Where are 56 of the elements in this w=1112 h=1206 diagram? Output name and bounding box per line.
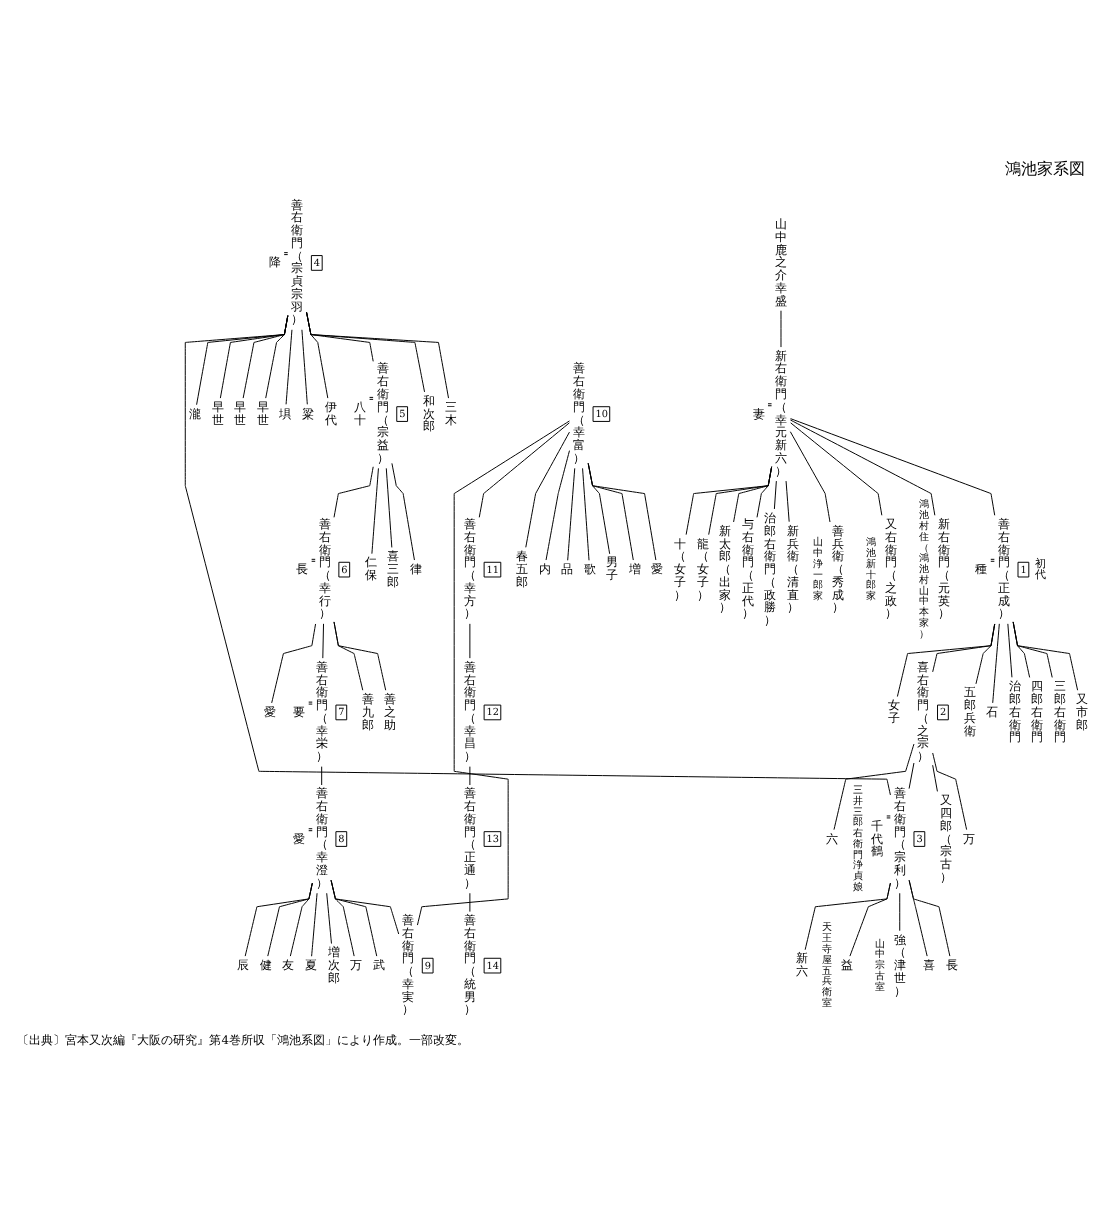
connector: [391, 462, 415, 561]
connector: [567, 467, 576, 561]
connector: [789, 419, 936, 516]
connector: [896, 623, 996, 698]
connector: [790, 422, 883, 516]
connector: [789, 431, 831, 523]
connector: [322, 623, 324, 659]
connector: [184, 315, 891, 796]
connector: [469, 892, 471, 913]
connector: [899, 892, 901, 932]
connector: [587, 462, 657, 561]
connector: [908, 762, 915, 790]
connector: [371, 467, 379, 555]
connector: [582, 467, 590, 561]
connector: [708, 466, 773, 536]
connector: [908, 879, 951, 957]
connector: [308, 701, 313, 705]
connector: [385, 467, 393, 548]
connector: [685, 466, 773, 536]
connector: [244, 882, 313, 957]
connector: [773, 480, 777, 510]
connector: [321, 766, 323, 786]
connector: [545, 450, 570, 561]
connector: [242, 315, 289, 399]
connector: [333, 621, 387, 691]
connector: [289, 882, 313, 957]
connector: [219, 315, 289, 399]
connector: [196, 315, 289, 406]
connector: [1007, 623, 1013, 678]
connector: [267, 882, 313, 957]
connector: [756, 466, 773, 518]
connector: [285, 329, 293, 405]
connector: [416, 420, 570, 926]
connector: [932, 752, 968, 831]
connector: [311, 892, 318, 957]
connector: [886, 815, 891, 819]
connector: [271, 623, 317, 704]
connector: [478, 422, 570, 518]
connector: [767, 403, 773, 407]
connector: [306, 311, 329, 399]
connector: [469, 766, 471, 786]
connector: [785, 480, 790, 523]
connector: [733, 466, 773, 523]
connector: [992, 623, 1000, 704]
connector: [330, 879, 378, 957]
connector: [804, 882, 891, 951]
connector: [525, 431, 570, 548]
connector: [790, 418, 996, 516]
connector: [265, 315, 289, 399]
connector: [326, 892, 332, 944]
connector: [283, 252, 289, 256]
connector: [932, 764, 938, 792]
connector: [333, 466, 374, 518]
connector: [1012, 621, 1079, 691]
connector: [301, 329, 308, 405]
connector: [833, 743, 915, 831]
